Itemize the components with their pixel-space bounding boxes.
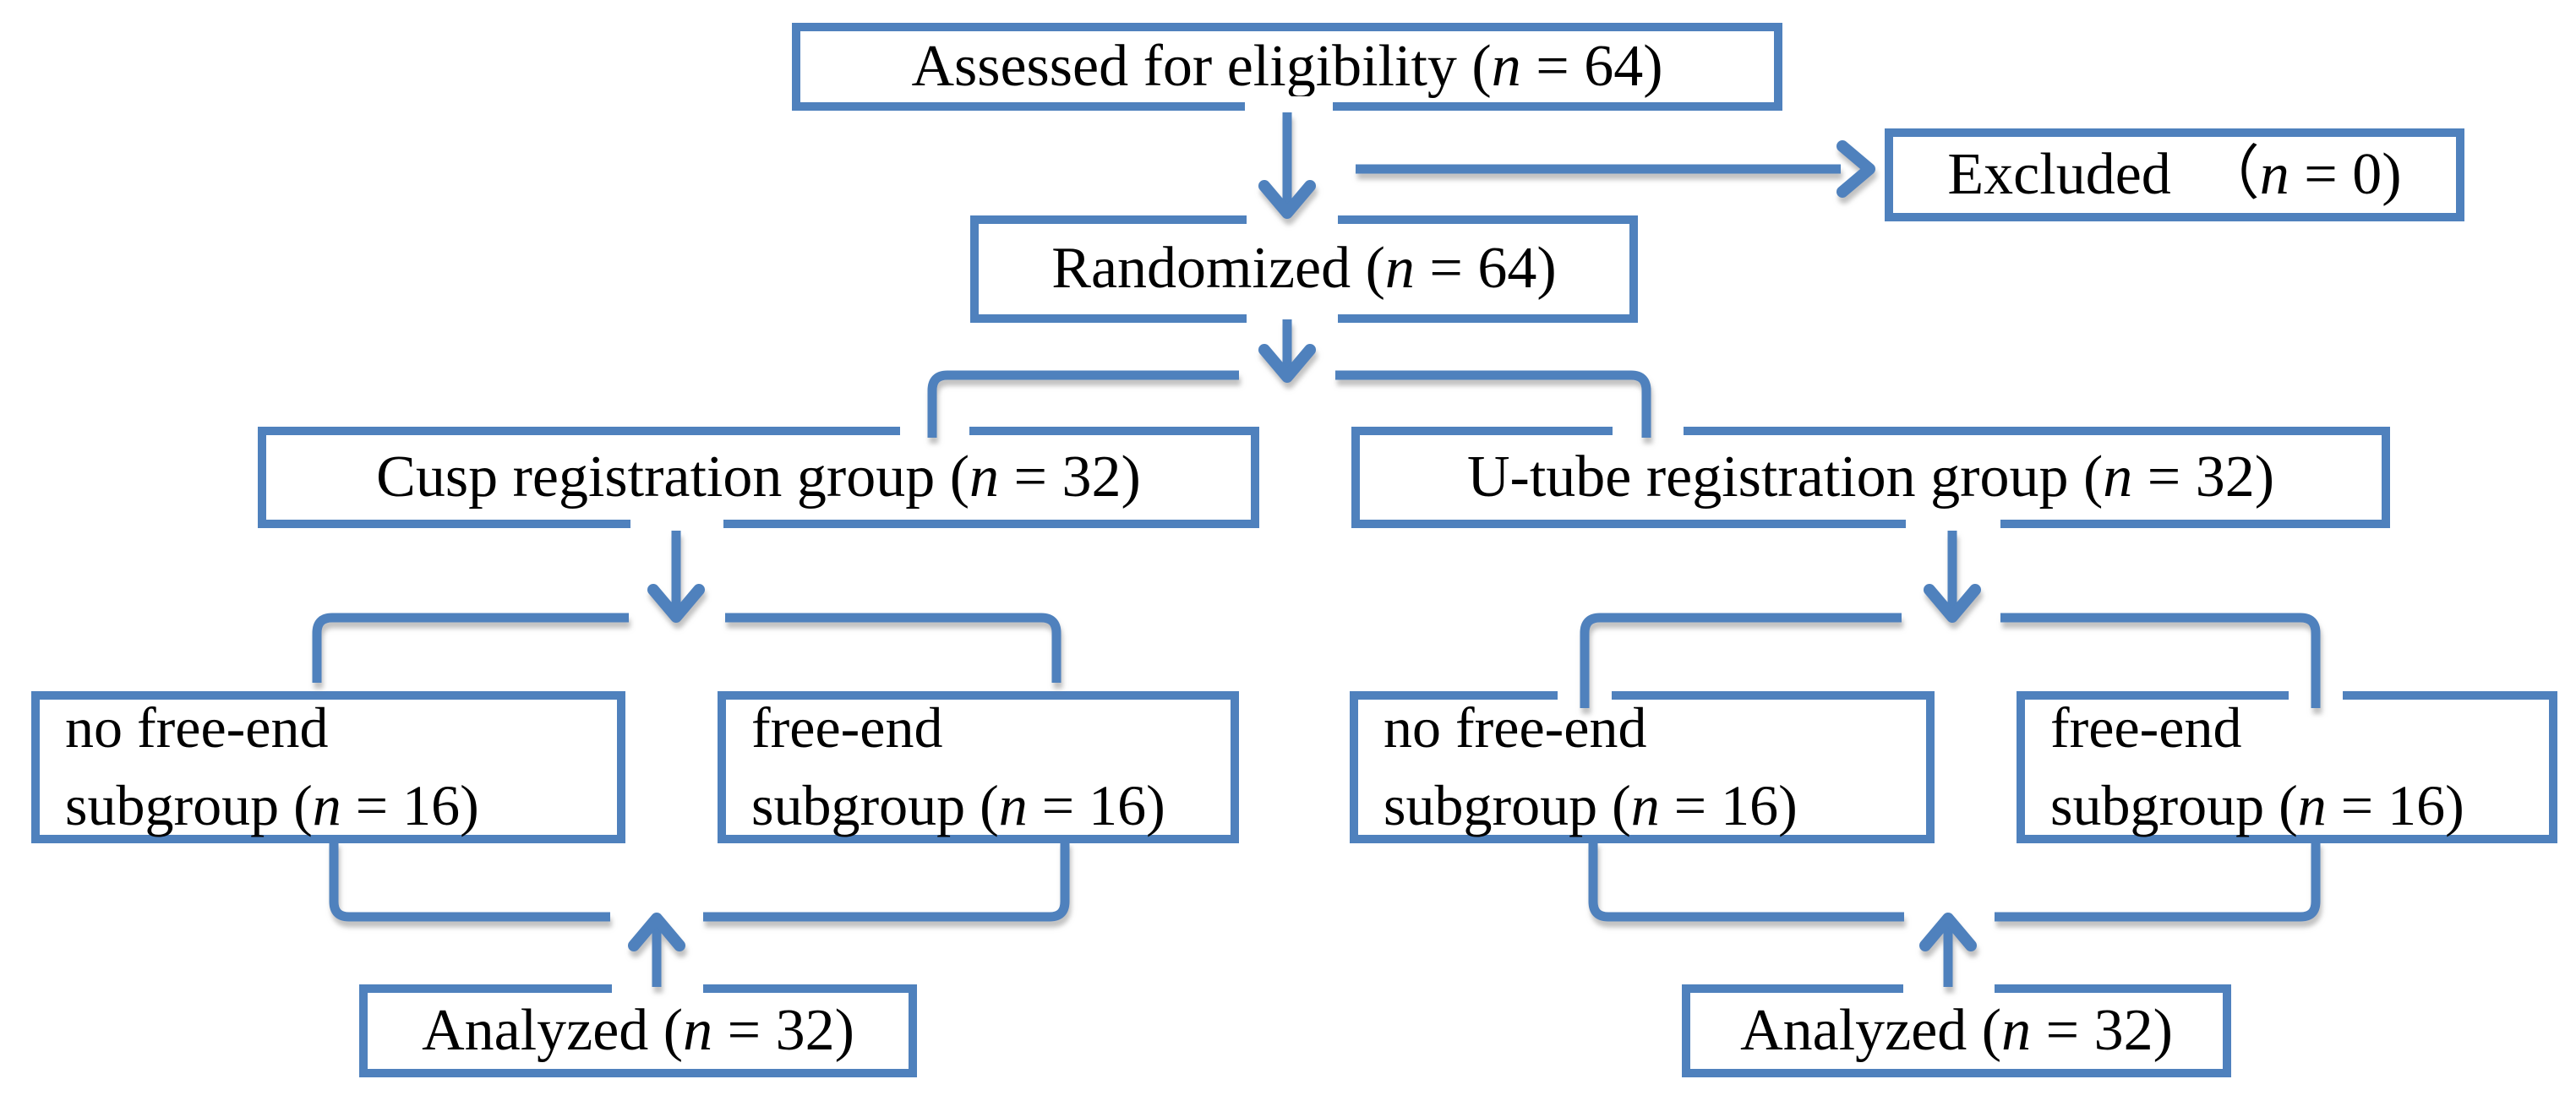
arrowhead-analyzed-cusp <box>628 913 685 951</box>
box-excluded-label: Excluded （n = 0) <box>1947 141 2402 207</box>
box-randomized: Randomized (n = 64) <box>970 215 1638 323</box>
box-utube-no-free-end-label: no free-end subgroup (n = 16) <box>1384 695 1798 837</box>
box-analyzed-cusp-label: Analyzed (n = 32) <box>422 997 854 1063</box>
box-cusp-registration-group: Cusp registration group (n = 32) <box>258 427 1259 528</box>
box-assessed-for-eligibility: Assessed for eligibility (n = 64) <box>792 23 1782 111</box>
box-analyzed-utube-label: Analyzed (n = 32) <box>1740 997 2173 1063</box>
box-utube-free-end-subgroup: free-end subgroup (n = 16) <box>2017 691 2557 843</box>
box-cusp-no-free-end-subgroup: no free-end subgroup (n = 16) <box>31 691 625 843</box>
box-cusp-free-end-subgroup: free-end subgroup (n = 16) <box>718 691 1239 843</box>
box-cusp-free-end-label: free-end subgroup (n = 16) <box>751 695 1165 837</box>
box-cusp-group-label: Cusp registration group (n = 32) <box>376 444 1141 510</box>
bracket-utube-merge <box>1588 841 2321 922</box>
box-assessed-label: Assessed for eligibility (n = 64) <box>911 33 1663 99</box>
box-randomized-label: Randomized (n = 64) <box>1051 236 1557 302</box>
arrowhead-randomized-to-split <box>1258 344 1316 383</box>
arrowhead-to-excluded <box>1836 140 1875 198</box>
box-utube-group-label: U-tube registration group (n = 32) <box>1466 444 2275 510</box>
bracket-cusp-subgroups <box>312 613 1062 683</box>
arrowhead-analyzed-utube <box>1919 913 1977 951</box>
arrowhead-cusp-to-subgroups <box>647 584 705 623</box>
box-analyzed-utube: Analyzed (n = 32) <box>1682 984 2231 1077</box>
box-analyzed-cusp: Analyzed (n = 32) <box>359 984 917 1077</box>
arrowhead-assessed-to-randomized <box>1258 180 1316 219</box>
bracket-cusp-merge <box>329 841 1070 922</box>
box-utube-free-end-label: free-end subgroup (n = 16) <box>2050 695 2464 837</box>
box-cusp-no-free-end-label: no free-end subgroup (n = 16) <box>65 695 479 837</box>
box-utube-no-free-end-subgroup: no free-end subgroup (n = 16) <box>1350 691 1935 843</box>
box-utube-registration-group: U-tube registration group (n = 32) <box>1351 427 2390 528</box>
box-excluded: Excluded （n = 0) <box>1885 128 2464 221</box>
arrowhead-utube-to-subgroups <box>1924 584 1981 623</box>
